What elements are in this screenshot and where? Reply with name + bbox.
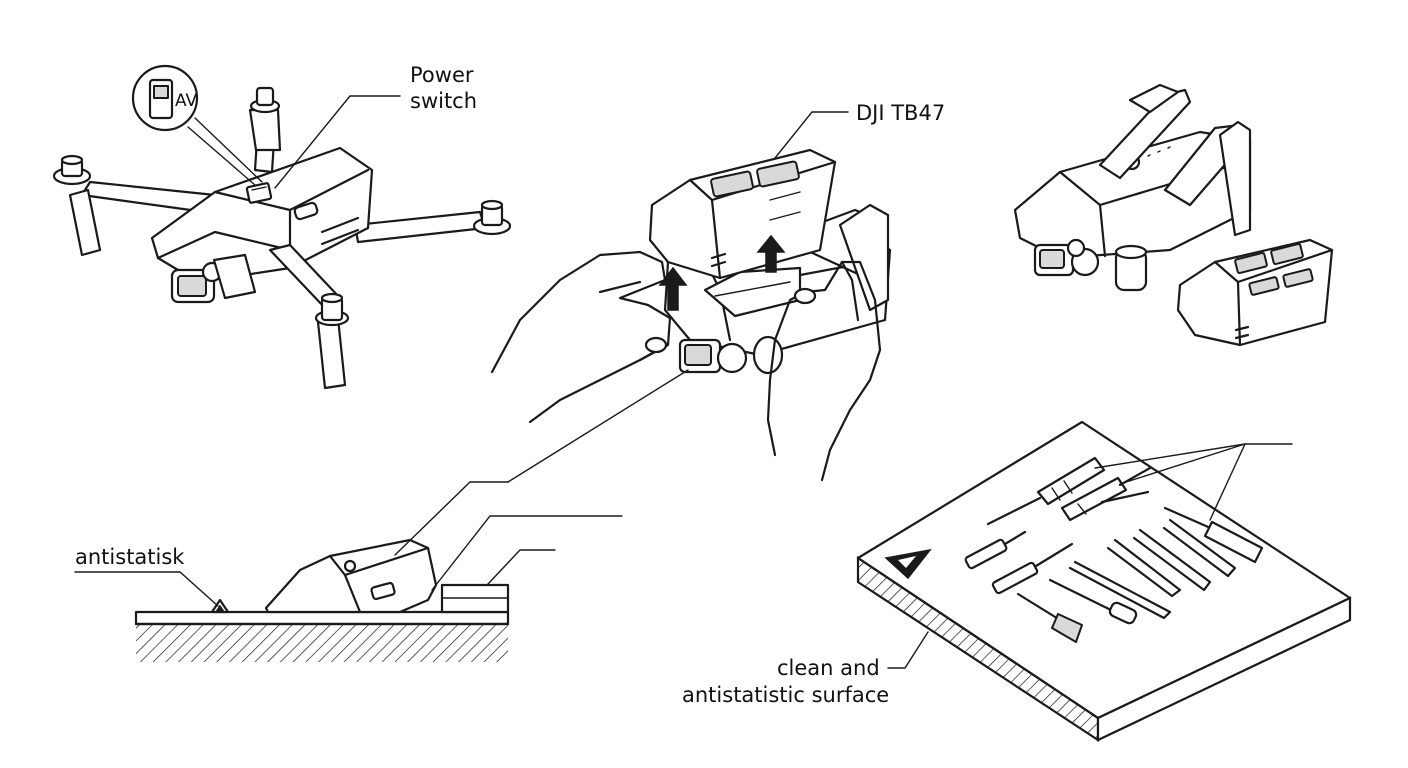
tweezers-icon: [1106, 518, 1237, 598]
screwdriver-right-icon: [1163, 506, 1264, 564]
small-tools-icon: [964, 490, 1150, 595]
surface-label-line1: clean and: [777, 656, 880, 680]
battery-model-label: DJI TB47: [856, 101, 945, 125]
power-switch-label-line2: switch: [410, 89, 477, 113]
av-label: AV: [175, 91, 198, 111]
antistatic-short-label: antistatisk: [75, 545, 185, 569]
lift-arrow-right-icon: [756, 234, 786, 273]
power-switch-label-line1: Power: [410, 63, 474, 87]
surface-label-line2: antistatistic surface: [682, 683, 889, 707]
lift-arrow-left-icon: [658, 266, 688, 311]
folded-drone-illustration: [1013, 83, 1334, 347]
screwdriver-large-icon: [986, 456, 1106, 526]
tool-mat-illustration: clean and antistatistic surface: [682, 420, 1352, 743]
spatula-icon: [1048, 560, 1172, 625]
antistatic-cross-section-illustration: antistatisk: [74, 369, 689, 662]
brush-icon: [1016, 592, 1083, 643]
unfolded-drone-illustration: AV Power switch: [52, 63, 512, 390]
battery-removal-illustration: DJI TB47: [490, 101, 945, 482]
